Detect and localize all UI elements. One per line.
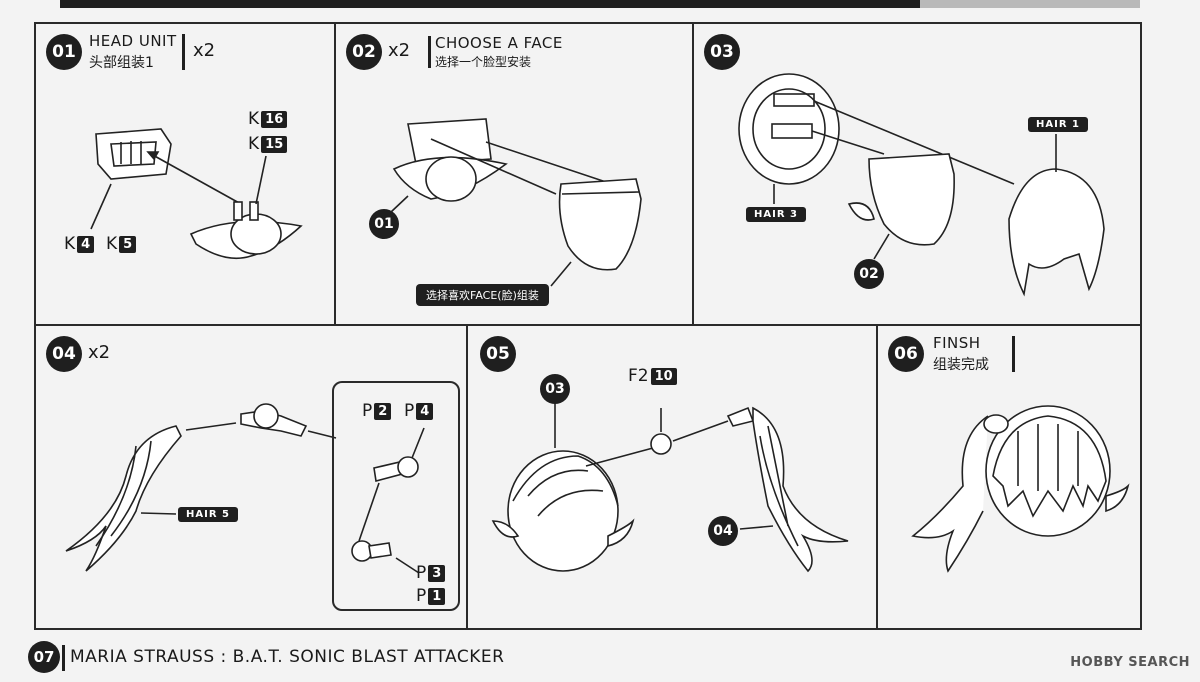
instruction-frame — [34, 22, 1142, 630]
top-banner-gray — [920, 0, 1140, 8]
step-number: 02 — [346, 34, 382, 70]
step-reference: 03 — [540, 374, 570, 404]
step-reference: 02 — [854, 259, 884, 289]
step-title-cn: 选择一个脸型安装 — [435, 55, 532, 69]
step-title-en: HEAD UNIT — [89, 32, 177, 50]
multiplier: x2 — [193, 40, 216, 61]
face-note: 选择喜欢FACE(脸)组装 — [416, 284, 549, 306]
face-choice-illustration — [390, 118, 642, 287]
footer-bar — [62, 645, 65, 671]
step-reference: 04 — [708, 516, 738, 546]
hair-tag: HAIR 1 — [1028, 117, 1088, 132]
ponytail-illustration — [65, 403, 337, 572]
hair-tag: HAIR 5 — [178, 507, 238, 522]
step-title-cn: 头部组装1 — [89, 55, 154, 71]
step-title-en: CHOOSE A FACE — [435, 34, 563, 52]
panel-step-03: 03 HAIR 1 HAIR 3 02 — [694, 24, 1140, 326]
step-title-en: FINSH — [933, 334, 981, 352]
title-bar — [182, 34, 185, 70]
step-number: 06 — [888, 336, 924, 372]
step-title-cn: 组装完成 — [933, 357, 989, 373]
multiplier: x2 — [88, 342, 111, 363]
step-reference: 01 — [369, 209, 399, 239]
step-number: 01 — [46, 34, 82, 70]
hair-attach-illustration — [491, 401, 849, 573]
panel-step-02: 02 x2 CHOOSE A FACE 选择一个脸型安装 01 选择喜欢FACE… — [336, 24, 694, 326]
top-banner — [60, 0, 920, 8]
finished-head-illustration — [911, 405, 1130, 573]
step-number: 04 — [46, 336, 82, 372]
panel-step-06: 06 FINSH 组装完成 — [878, 326, 1140, 628]
pin-illustration — [351, 427, 425, 574]
hair-assembly-illustration — [738, 73, 1105, 297]
page-number: 07 — [28, 641, 60, 673]
multiplier: x2 — [388, 40, 411, 61]
watermark: HOBBY SEARCH — [1070, 655, 1190, 670]
title-bar — [428, 36, 431, 68]
hair-tag: HAIR 3 — [746, 207, 806, 222]
step-number: 03 — [704, 34, 740, 70]
title-bar — [1012, 336, 1015, 372]
step-number: 05 — [480, 336, 516, 372]
head-unit-illustration — [90, 128, 303, 260]
footer-title: MARIA STRAUSS : B.A.T. SONIC BLAST ATTAC… — [70, 647, 505, 667]
